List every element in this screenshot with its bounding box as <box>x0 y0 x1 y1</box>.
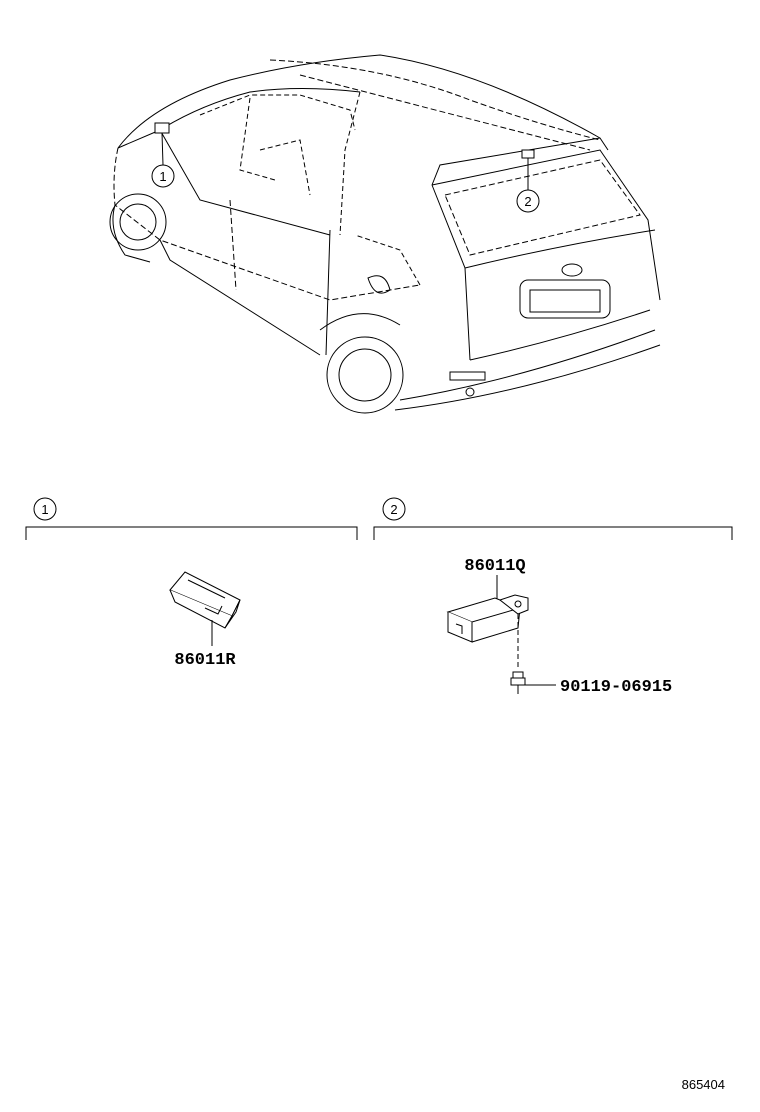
vehicle-callout-2: 2 <box>516 189 540 213</box>
part-86011r-drawing <box>169 571 241 646</box>
svg-text:1: 1 <box>159 169 166 184</box>
part-number-90119-06915: 90119-06915 <box>560 678 672 697</box>
vehicle-callout-1: 1 <box>151 164 175 188</box>
section-1-header: 1 <box>25 497 358 540</box>
svg-text:1: 1 <box>41 502 48 517</box>
vehicle-illustration <box>109 54 661 414</box>
svg-text:2: 2 <box>390 502 397 517</box>
bolt-drawing <box>510 671 556 694</box>
part-number-86011q: 86011Q <box>464 557 525 576</box>
section-2-header: 2 <box>373 497 733 540</box>
part-number-86011r: 86011R <box>174 651 236 670</box>
part-86011q-drawing <box>446 575 529 670</box>
figure-id: 865404 <box>682 1077 725 1092</box>
svg-text:2: 2 <box>524 194 531 209</box>
